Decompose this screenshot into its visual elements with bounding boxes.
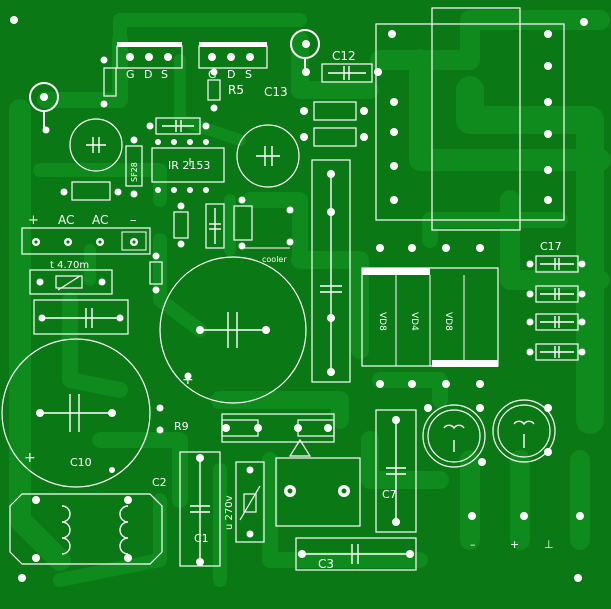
label-c7: C7 xyxy=(382,488,397,501)
label-plus-big: + xyxy=(182,372,194,388)
pads xyxy=(10,16,588,582)
label-c1: C1 xyxy=(194,532,209,545)
silkscreen xyxy=(9,7,579,571)
label-plus-c10: + xyxy=(24,450,36,466)
label-thermistor: t 4.70m xyxy=(50,260,89,271)
transformer-outline xyxy=(375,23,565,221)
copper-traces xyxy=(9,10,611,587)
label-c2: C2 xyxy=(152,476,167,489)
label-varistor: u 270v xyxy=(224,495,235,530)
label-ac1: AC xyxy=(58,213,74,227)
label-ac2: AC xyxy=(92,213,108,227)
varistor-mark xyxy=(239,485,261,521)
test-points xyxy=(29,29,320,130)
label-out-gnd: ⊥ xyxy=(544,538,554,551)
cap-symbols xyxy=(40,66,574,564)
silk-bars xyxy=(117,42,498,367)
silk-text: G D S G D S C12 C13 R5 IR 2153 SF28 + AC… xyxy=(24,49,562,571)
label-cooler: cooler xyxy=(262,255,287,264)
label-vd3: VD8 xyxy=(443,312,453,331)
label-out-minus: – xyxy=(470,538,476,551)
coils xyxy=(61,420,535,555)
label-sf28: SF28 xyxy=(130,162,139,182)
label-vd1: VD8 xyxy=(377,312,387,331)
label-r5: R5 xyxy=(228,83,244,97)
label-r9: R9 xyxy=(174,420,189,433)
bridge-lines xyxy=(395,275,465,366)
label-vd2: VD4 xyxy=(409,312,419,331)
label-input-plus: + xyxy=(28,213,39,228)
label-out-plus: + xyxy=(510,538,519,551)
input-terminal-outline xyxy=(21,227,151,255)
label-c17: C17 xyxy=(540,240,562,253)
label-c10: C10 xyxy=(70,456,92,469)
pin-d-right: D xyxy=(227,68,235,81)
transformer-core-outline xyxy=(431,7,521,231)
label-c12: C12 xyxy=(332,49,356,63)
terminal-holes xyxy=(34,231,350,497)
pin-d-left: D xyxy=(144,68,152,81)
pin-s-right: S xyxy=(245,68,252,81)
pin-g-right: G xyxy=(208,68,217,81)
label-c13: C13 xyxy=(264,85,288,99)
label-c3: C3 xyxy=(318,557,334,571)
label-input-minus: – xyxy=(130,213,137,228)
ic-outline xyxy=(151,147,225,183)
electrolytic-caps xyxy=(1,118,556,488)
pin-s-left: S xyxy=(161,68,168,81)
thermistor-mark xyxy=(57,275,81,291)
label-ic: IR 2153 xyxy=(168,159,210,172)
pin-g-left: G xyxy=(126,68,135,81)
